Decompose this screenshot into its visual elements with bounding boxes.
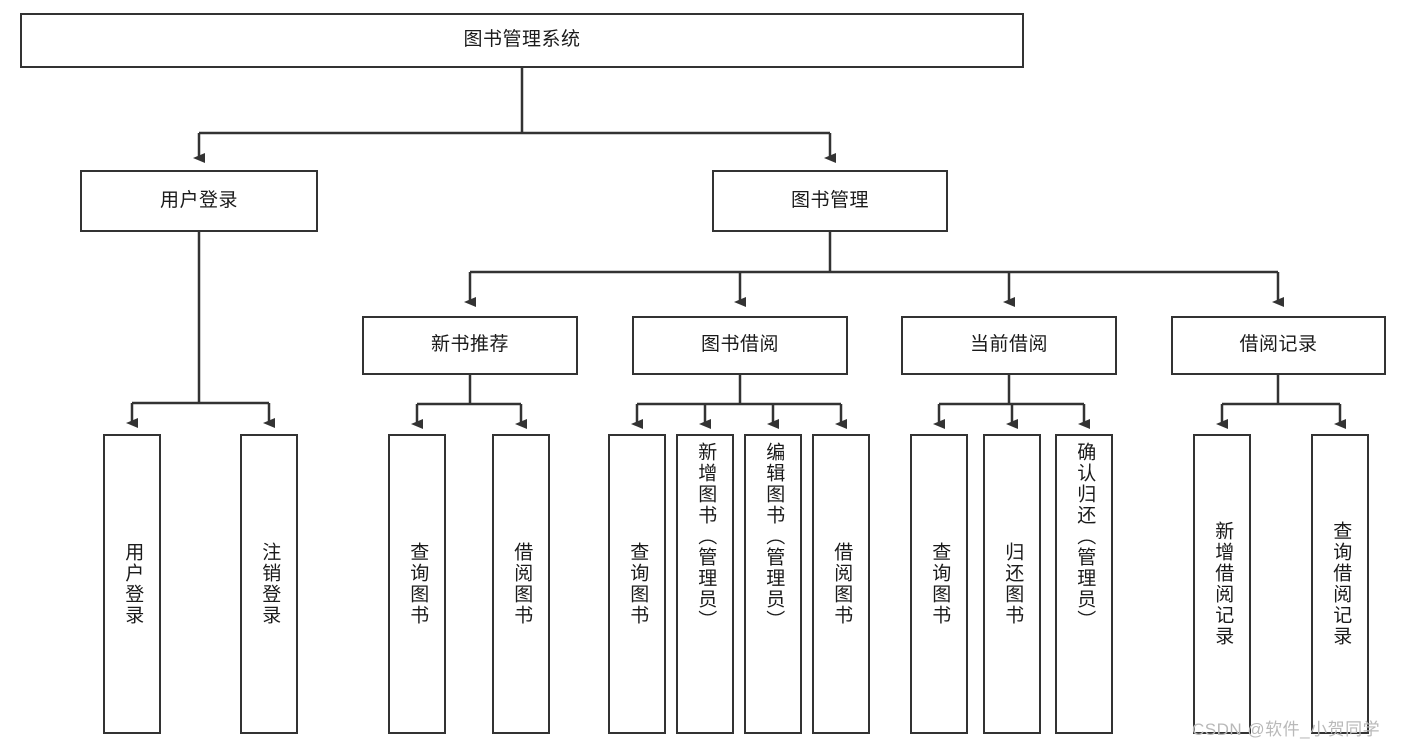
leaf-br-query-record[interactable]: 查询借阅记录: [1311, 434, 1369, 734]
leaf-br-add-record-label: 新增借阅记录: [1212, 521, 1234, 647]
node-borrow-record[interactable]: 借阅记录: [1171, 316, 1386, 375]
node-user-login[interactable]: 用户登录: [80, 170, 318, 232]
leaf-bb-borrow-book-label: 借阅图书: [831, 542, 853, 626]
leaf-br-add-record[interactable]: 新增借阅记录: [1193, 434, 1251, 734]
leaf-cb-return-book-label: 归还图书: [1002, 542, 1024, 626]
leaf-nb-borrow-book[interactable]: 借阅图书: [492, 434, 550, 734]
leaf-bb-add-book[interactable]: 新增图书（管理员）: [676, 434, 734, 734]
leaf-br-query-record-label: 查询借阅记录: [1330, 521, 1352, 647]
leaf-logout[interactable]: 注销登录: [240, 434, 298, 734]
leaf-user-login-label: 用户登录: [122, 542, 144, 626]
node-user-login-label: 用户登录: [159, 189, 238, 211]
leaf-logout-label: 注销登录: [259, 542, 281, 626]
node-current-borrow-label: 当前借阅: [969, 334, 1048, 356]
leaf-cb-return-book[interactable]: 归还图书: [983, 434, 1041, 734]
node-new-book-recommend[interactable]: 新书推荐: [362, 316, 578, 375]
leaf-bb-borrow-book[interactable]: 借阅图书: [812, 434, 870, 734]
leaf-cb-query-book[interactable]: 查询图书: [910, 434, 968, 734]
leaf-cb-confirm-return[interactable]: 确认归还（管理员）: [1055, 434, 1113, 734]
leaf-nb-query-book[interactable]: 查询图书: [388, 434, 446, 734]
leaf-bb-query-book-label: 查询图书: [627, 542, 649, 626]
leaf-bb-query-book[interactable]: 查询图书: [608, 434, 666, 734]
watermark-text: CSDN @软件_小贺同学: [1192, 720, 1381, 739]
leaf-cb-confirm-return-label: 确认归还（管理员）: [1074, 442, 1096, 631]
node-root-label: 图书管理系统: [463, 29, 581, 51]
node-book-manage-label: 图书管理: [790, 189, 869, 211]
leaf-nb-borrow-book-label: 借阅图书: [511, 542, 533, 626]
node-book-borrow[interactable]: 图书借阅: [632, 316, 848, 375]
leaf-cb-query-book-label: 查询图书: [929, 542, 951, 626]
leaf-user-login[interactable]: 用户登录: [103, 434, 161, 734]
node-borrow-record-label: 借阅记录: [1239, 334, 1318, 356]
leaf-nb-query-book-label: 查询图书: [407, 542, 429, 626]
leaf-bb-add-book-label: 新增图书（管理员）: [695, 442, 717, 631]
node-root[interactable]: 图书管理系统: [20, 13, 1024, 68]
node-book-manage[interactable]: 图书管理: [712, 170, 948, 232]
leaf-bb-edit-book-label: 编辑图书（管理员）: [763, 442, 785, 631]
leaf-bb-edit-book[interactable]: 编辑图书（管理员）: [744, 434, 802, 734]
node-current-borrow[interactable]: 当前借阅: [901, 316, 1117, 375]
watermark: CSDN @软件_小贺同学: [1192, 715, 1380, 740]
node-book-borrow-label: 图书借阅: [700, 334, 779, 356]
node-new-book-recommend-label: 新书推荐: [430, 334, 509, 356]
